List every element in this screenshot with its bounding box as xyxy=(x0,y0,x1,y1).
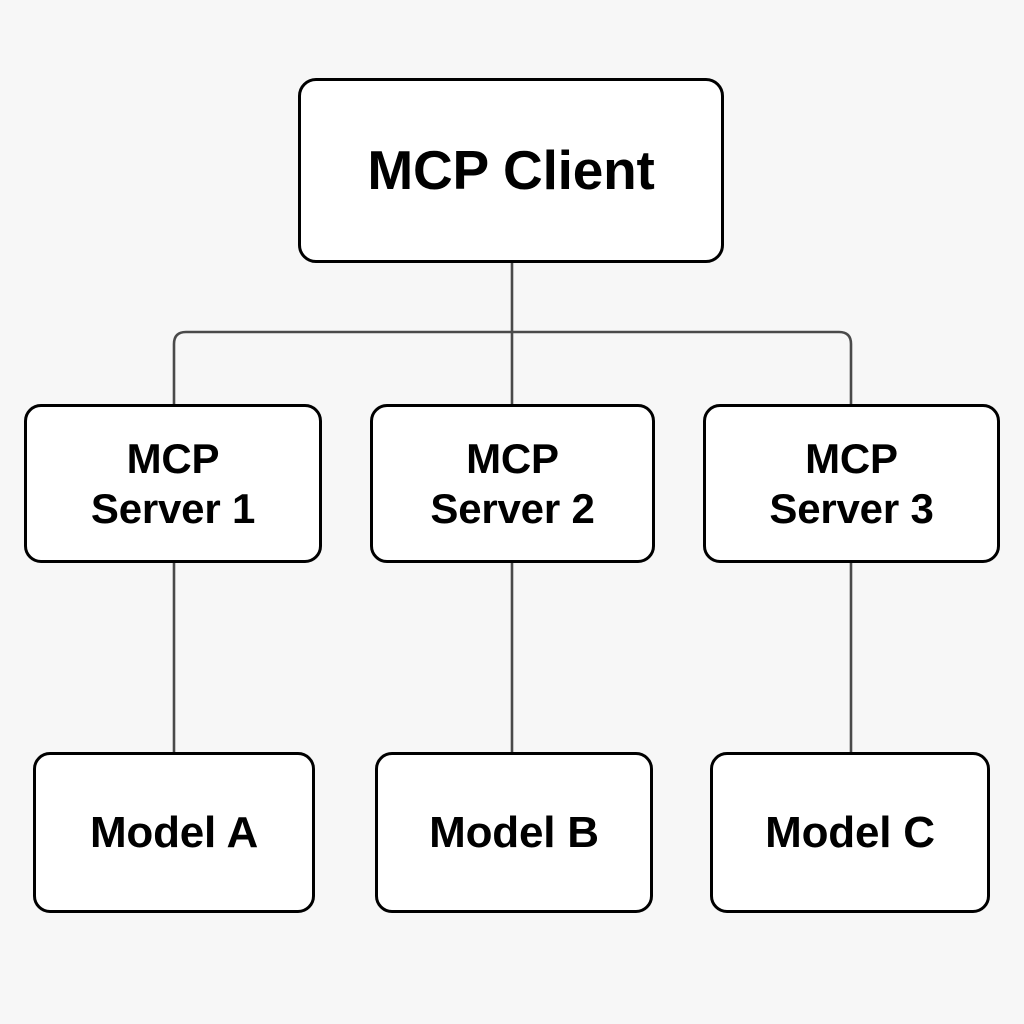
node-mcp-server-2[interactable]: MCP Server 2 xyxy=(370,404,655,563)
connector-bus-to-server-3 xyxy=(512,330,853,404)
node-mcp-server-3[interactable]: MCP Server 3 xyxy=(703,404,1000,563)
node-mcp-server-1-label: MCP Server 1 xyxy=(90,434,256,532)
node-mcp-client[interactable]: MCP Client xyxy=(298,78,724,263)
connector-bus-to-server-1 xyxy=(172,330,512,404)
node-model-b-label: Model B xyxy=(429,807,599,857)
node-mcp-client-label: MCP Client xyxy=(367,139,655,202)
node-model-c[interactable]: Model C xyxy=(710,752,990,913)
node-model-c-label: Model C xyxy=(765,807,935,857)
node-model-a[interactable]: Model A xyxy=(33,752,315,913)
node-model-b[interactable]: Model B xyxy=(375,752,653,913)
node-mcp-server-2-label: MCP Server 2 xyxy=(430,434,595,532)
node-mcp-server-1[interactable]: MCP Server 1 xyxy=(24,404,322,563)
node-model-a-label: Model A xyxy=(89,807,259,857)
node-mcp-server-3-label: MCP Server 3 xyxy=(769,434,934,532)
